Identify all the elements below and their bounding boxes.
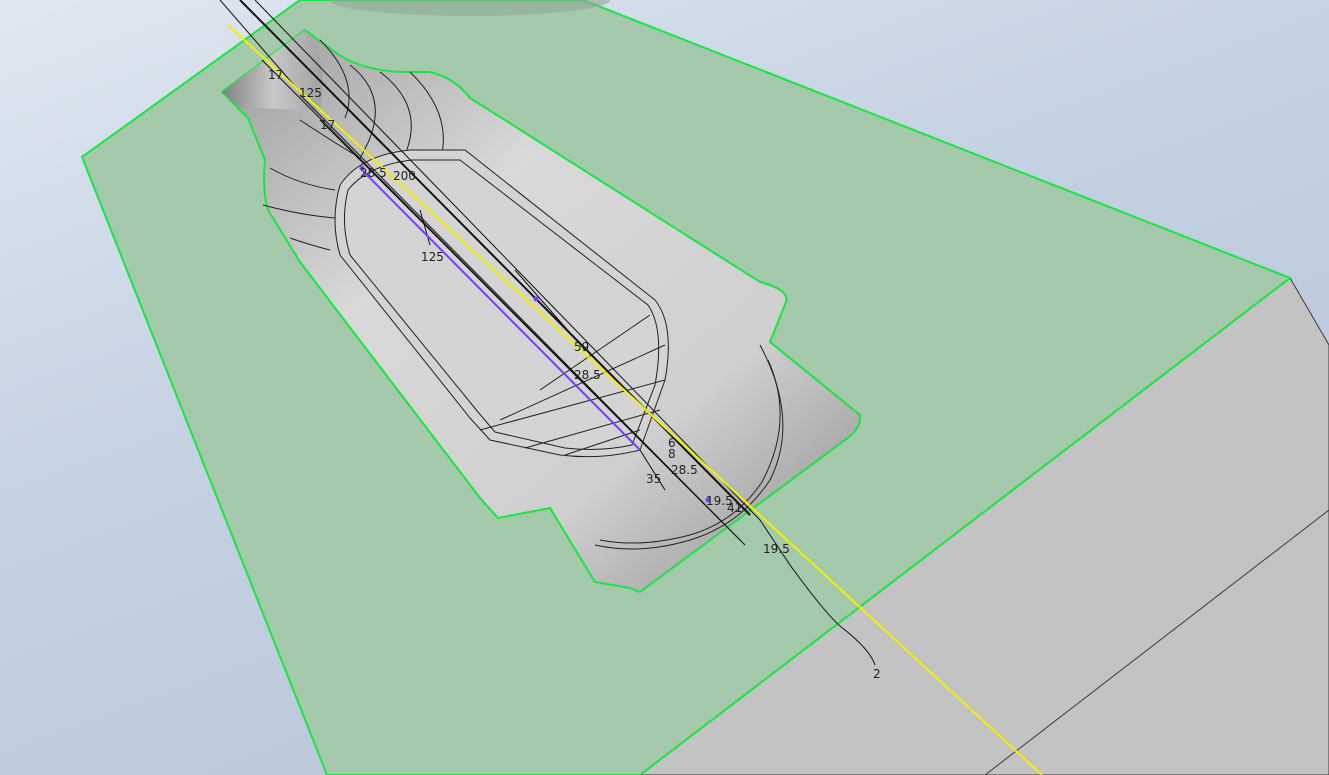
dim-label[interactable]: 19.5 — [763, 542, 790, 556]
dim-label[interactable]: 125 — [421, 250, 444, 264]
bottom-dome-inner — [599, 359, 781, 544]
dim-label[interactable]: 125 — [299, 86, 322, 100]
dim-label[interactable]: 59 — [574, 340, 589, 354]
sketch-line[interactable] — [359, 167, 641, 451]
sketch-point[interactable] — [359, 165, 365, 171]
dim-label[interactable]: 19.5 — [706, 494, 733, 508]
work-axis[interactable] — [227, 24, 1043, 775]
dim-label[interactable]: 28.5 — [360, 166, 387, 180]
block-edge — [984, 509, 1329, 775]
dim-label[interactable]: 2 — [873, 667, 881, 681]
dimension-leaders — [219, 0, 876, 666]
dim-label[interactable]: 6 — [668, 436, 676, 450]
dim-label[interactable]: 35 — [646, 472, 661, 486]
dim-label[interactable]: 17 — [320, 118, 335, 132]
dim-label[interactable]: 28.5 — [574, 368, 601, 382]
dim-label[interactable]: 17 — [268, 68, 283, 82]
face-shadow — [330, 0, 610, 16]
dim-label[interactable]: 8 — [668, 447, 676, 461]
sketch-point[interactable] — [705, 497, 711, 503]
sketch-point[interactable] — [533, 296, 539, 302]
dim-label[interactable]: 41 — [727, 501, 742, 515]
dim-label[interactable]: 28.5 — [671, 463, 698, 477]
bottom-dome — [594, 344, 784, 550]
dim-label[interactable]: 200 — [393, 169, 416, 183]
